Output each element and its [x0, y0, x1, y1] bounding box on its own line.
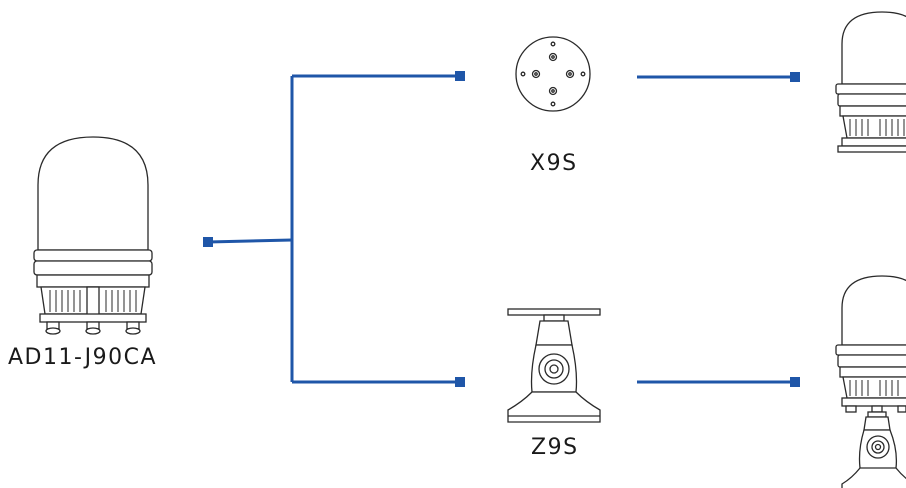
mount-bottom-label: Z9S [531, 435, 579, 460]
beacon-on-bracket-icon [835, 275, 906, 488]
connector-endpoints [203, 71, 800, 387]
connector-lines [207, 74, 795, 384]
mount-top-label: X9S [530, 151, 578, 176]
main-product-label: AD11-J90CA [8, 345, 158, 370]
beacon-on-base-plate-icon [835, 11, 906, 153]
round-base-plate-icon [515, 36, 591, 112]
signal-beacon-light-icon [33, 136, 153, 335]
wall-bracket-icon [507, 308, 601, 423]
